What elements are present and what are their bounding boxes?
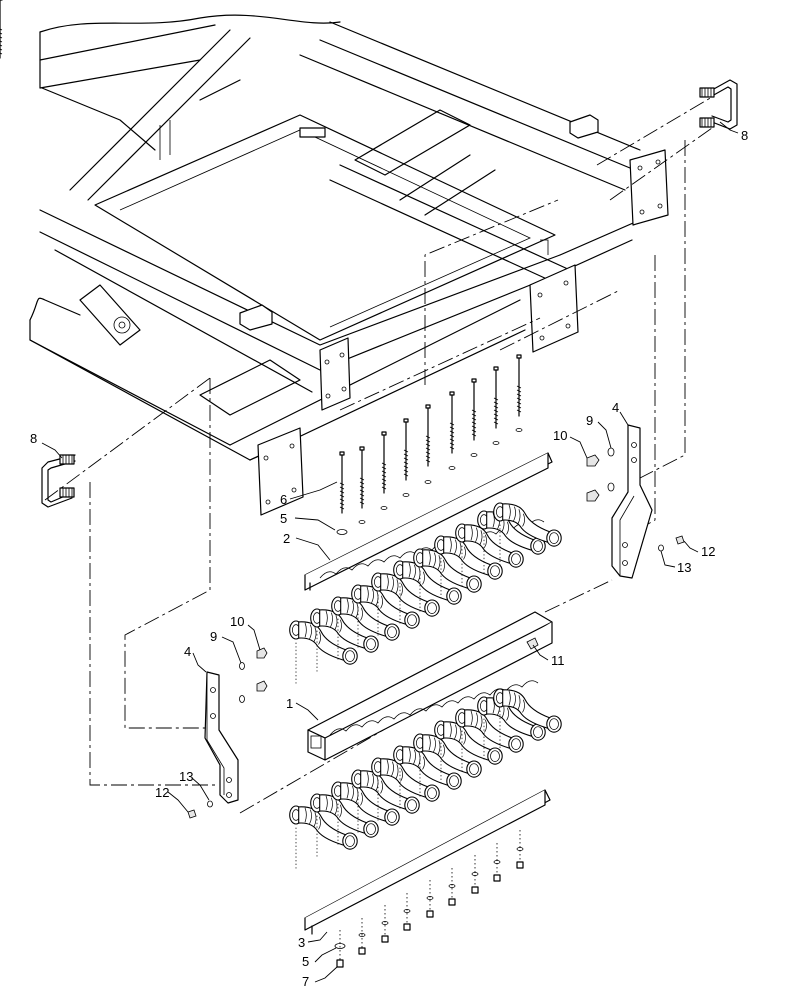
frame-assembly bbox=[29, 14, 669, 516]
bracket-left bbox=[187, 637, 539, 819]
bottom-channel bbox=[304, 789, 551, 935]
callout-10-right: 10 bbox=[553, 428, 567, 443]
main-tube bbox=[307, 611, 553, 761]
callout-5-upper: 5 bbox=[280, 511, 287, 526]
callout-2: 2 bbox=[283, 531, 290, 546]
callout-labels: 8 8 4 9 10 12 13 6 5 2 10 9 4 11 1 13 12… bbox=[30, 128, 748, 989]
callout-11: 11 bbox=[551, 653, 565, 668]
callout-9-left: 9 bbox=[210, 629, 217, 644]
bottom-nuts bbox=[334, 830, 524, 968]
u-bolt-lower bbox=[41, 454, 76, 508]
callout-13-left: 13 bbox=[179, 769, 193, 784]
callout-5-lower: 5 bbox=[302, 954, 309, 969]
callout-leaders bbox=[41, 121, 739, 983]
callout-8-lower: 8 bbox=[30, 431, 37, 446]
long-bolts bbox=[0, 0, 523, 535]
callout-10-left: 10 bbox=[230, 614, 244, 629]
callout-4-right: 4 bbox=[612, 400, 619, 415]
callout-13-right: 13 bbox=[677, 560, 691, 575]
callout-6: 6 bbox=[280, 492, 287, 507]
callout-4-left: 4 bbox=[184, 644, 191, 659]
callout-1: 1 bbox=[286, 696, 293, 711]
callout-9-right: 9 bbox=[586, 413, 593, 428]
callout-12-right: 12 bbox=[701, 544, 715, 559]
callout-12-left: 12 bbox=[155, 785, 169, 800]
callout-7: 7 bbox=[302, 974, 309, 989]
callout-3: 3 bbox=[298, 935, 305, 950]
callout-8-upper: 8 bbox=[741, 128, 748, 143]
spring-tines-lower-row bbox=[289, 688, 562, 870]
u-bolt-upper bbox=[699, 79, 738, 130]
bracket-right bbox=[586, 424, 685, 579]
